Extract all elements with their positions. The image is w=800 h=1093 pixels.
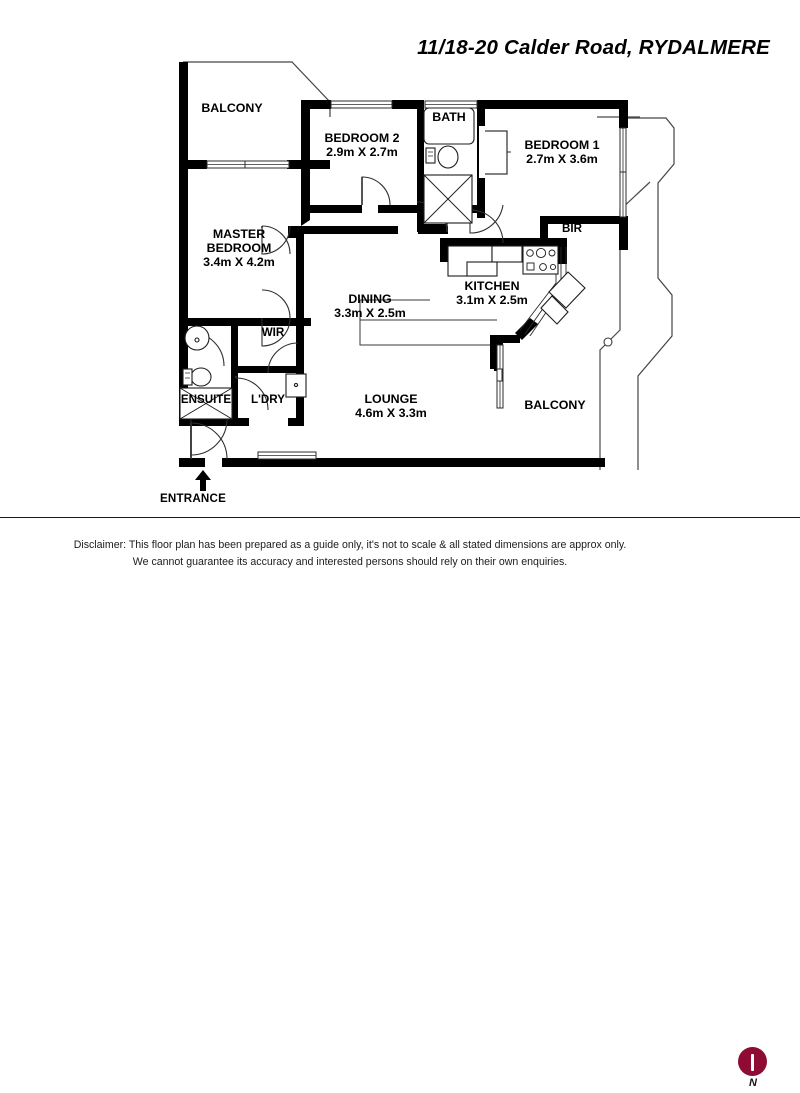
- ensuite-fixtures: [179, 325, 233, 420]
- floor-plan-drawing: BALCONY BEDROOM 2 2.9m X 2.7m BATH BEDRO…: [0, 0, 800, 512]
- compass-needle-icon: [751, 1054, 754, 1071]
- compass-rose: N: [735, 1047, 771, 1093]
- balcony-right-outline: [597, 116, 651, 470]
- bath-fixtures: [423, 107, 511, 224]
- balcony-tap-icon: [603, 337, 613, 347]
- page-title: 11/18-20 Calder Road, RYDALMERE: [417, 36, 770, 59]
- disclaimer-text: Disclaimer: This floor plan has been pre…: [73, 539, 627, 569]
- floor-plan-svg: [179, 61, 675, 491]
- entrance-arrow: [195, 470, 211, 491]
- interior-thin-lines: [359, 299, 497, 346]
- structural-walls: [179, 62, 628, 467]
- footer-divider: [0, 517, 800, 518]
- building-outline: [183, 61, 675, 470]
- entrance-label: ENTRANCE: [160, 492, 227, 505]
- footer: Disclaimer: This floor plan has been pre…: [0, 519, 800, 1089]
- kitchen-fixtures: [447, 245, 586, 325]
- compass-north-label: N: [749, 1077, 757, 1089]
- windows: [206, 100, 627, 460]
- laundry-fixtures: [285, 373, 307, 398]
